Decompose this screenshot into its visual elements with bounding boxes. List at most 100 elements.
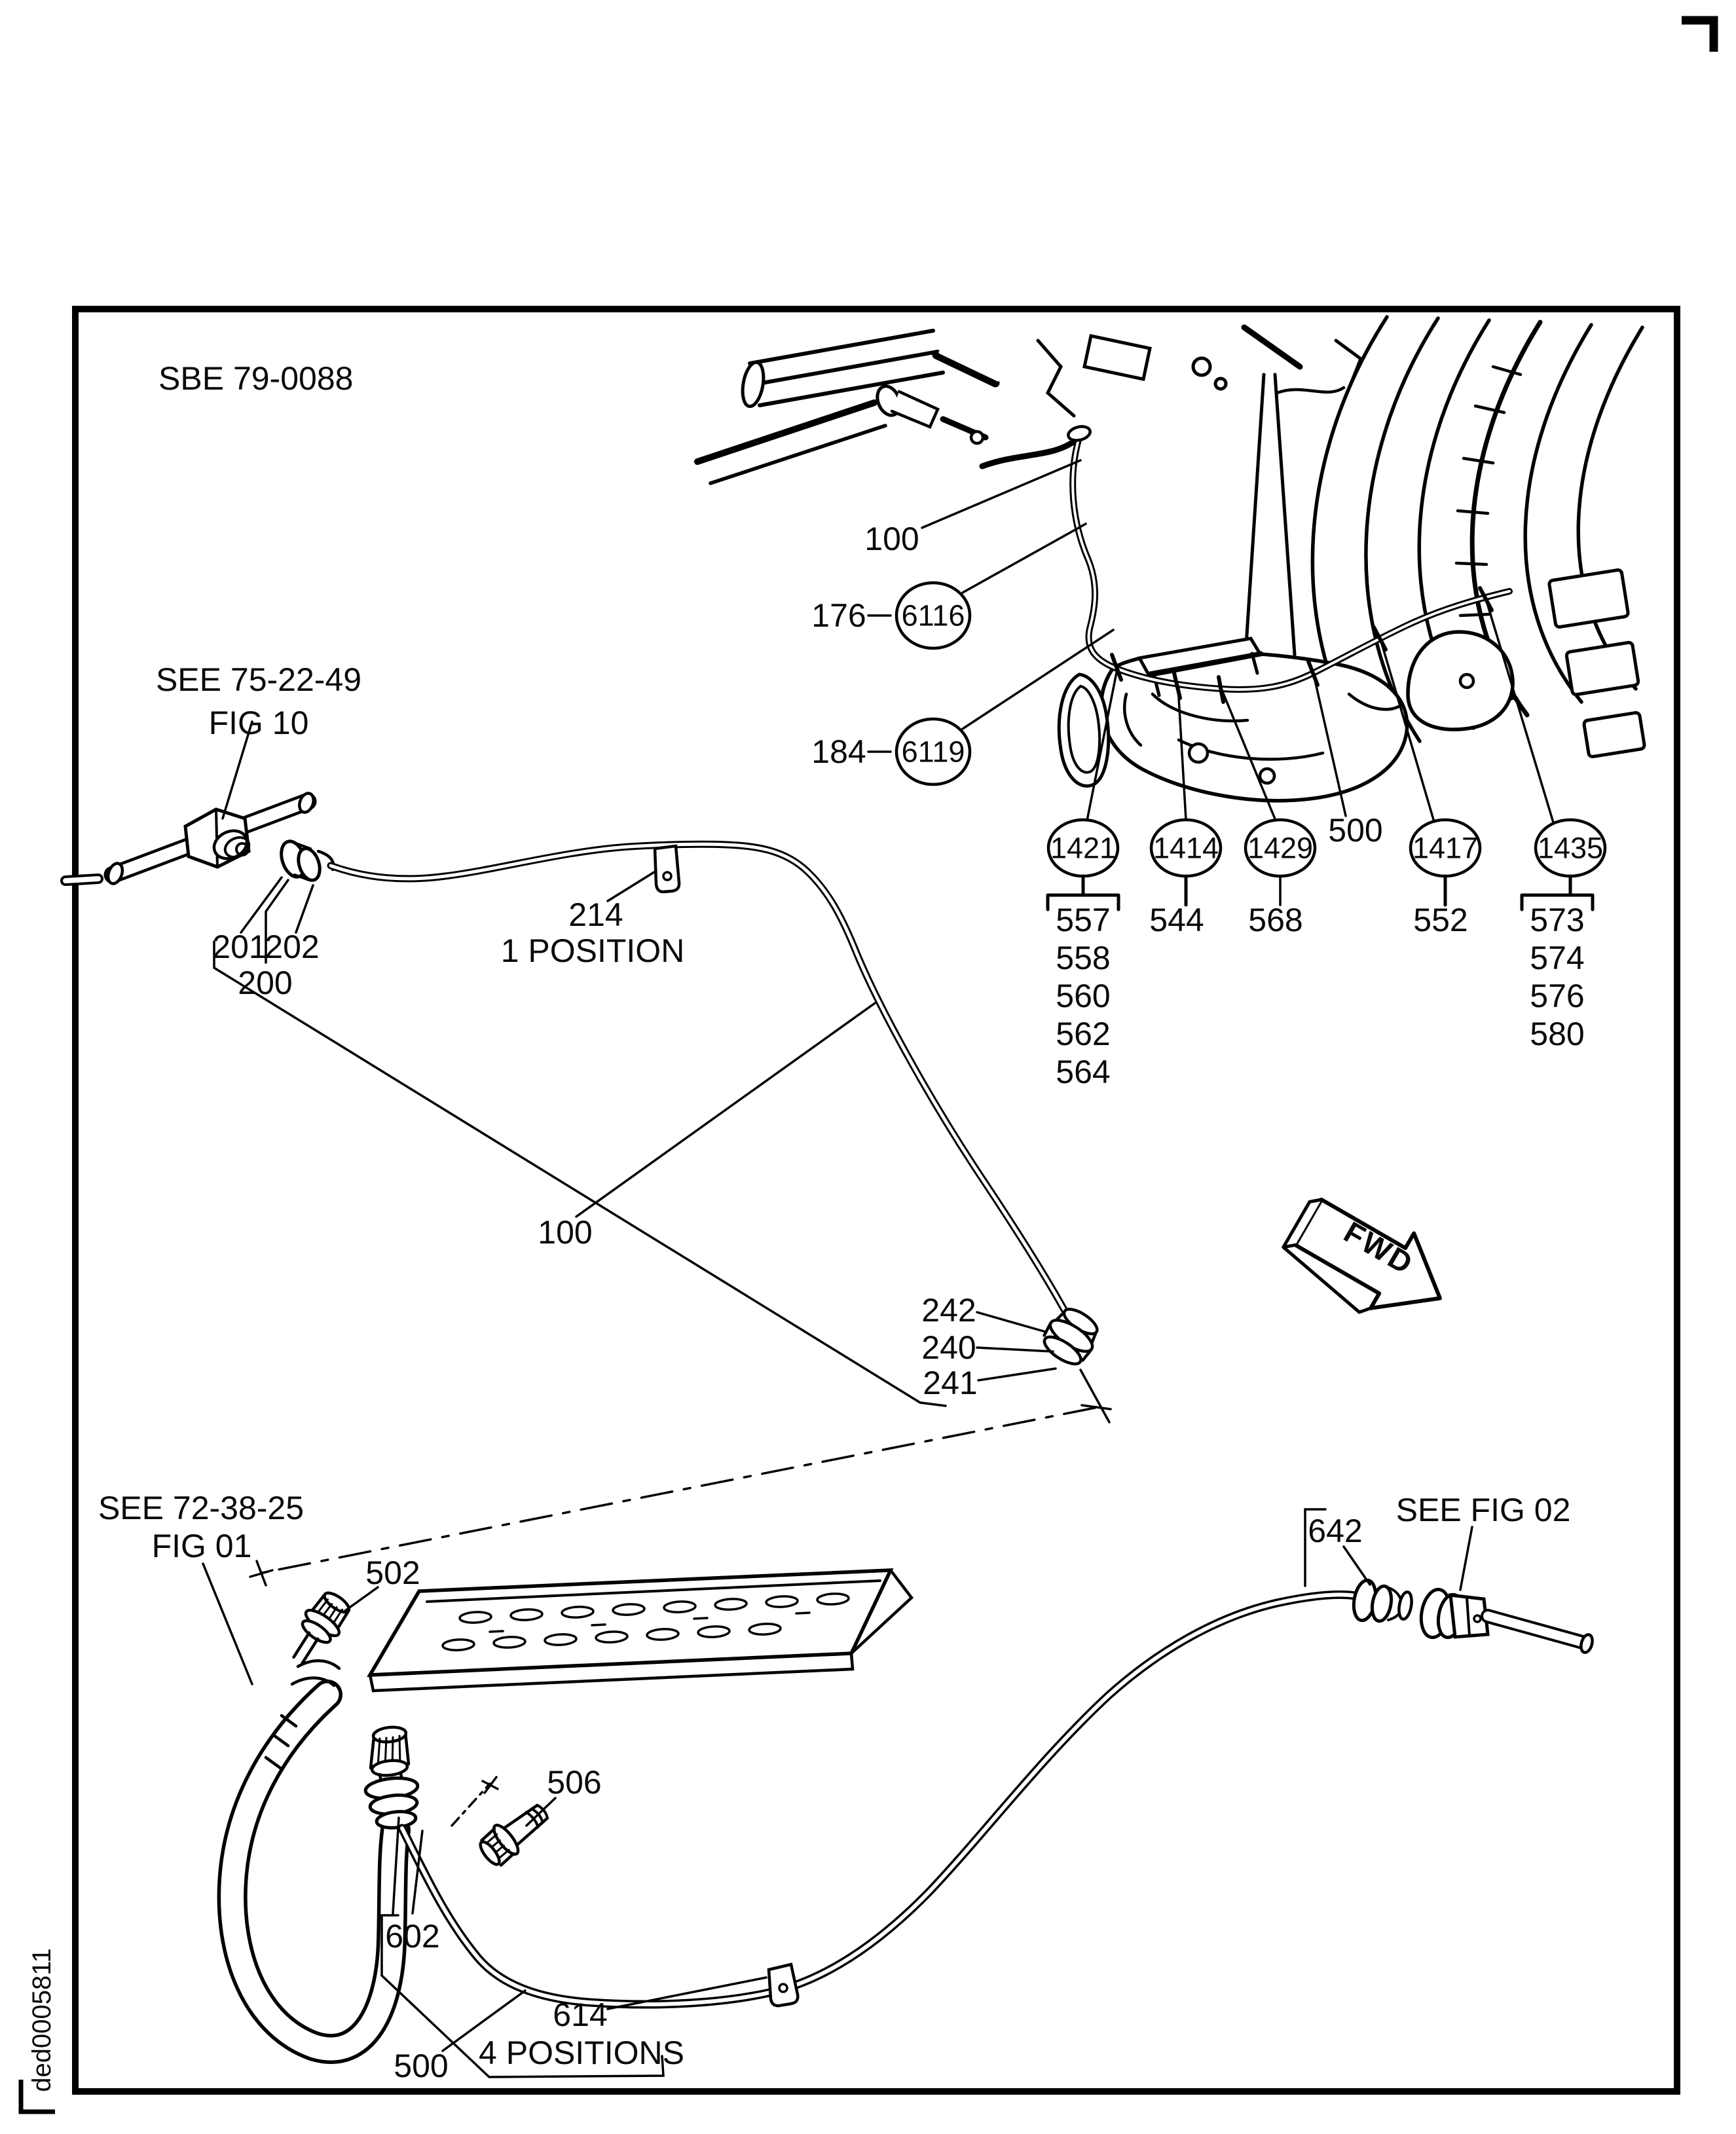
callout-circle-1429-text: 1429: [1247, 831, 1314, 865]
label-item-214: 214: [568, 896, 623, 933]
tube-route-centerline: [261, 1407, 1096, 1574]
bracket-1421-group: [1046, 893, 1120, 911]
callout-circle-6119: [895, 717, 972, 786]
leader-500-bottom: [441, 1989, 526, 2052]
leader-200: [265, 879, 289, 964]
leader-1421: [1086, 668, 1118, 822]
bolt-506: [479, 1803, 549, 1867]
leader-fig02: [1459, 1526, 1473, 1591]
label-item-502: 502: [365, 1555, 420, 1591]
registration-mark-bottom-left-icon: [18, 2080, 55, 2114]
leader-241: [977, 1367, 1057, 1382]
fuel-tube-100: [327, 840, 1068, 1314]
label-item-100-top: 100: [864, 521, 919, 557]
leader-500-engine: [1312, 673, 1347, 817]
drawing-code: SBE 79-0088: [158, 360, 354, 397]
fig10-union-fitting: [60, 792, 317, 886]
leader-240: [976, 1346, 1054, 1353]
plate-tread-holes: [441, 1592, 850, 1651]
label-item-242: 242: [921, 1292, 976, 1329]
label-part-574: 574: [1530, 940, 1585, 976]
leader-1435: [1485, 600, 1555, 824]
label-item-241: 241: [923, 1365, 978, 1401]
callout-circle-1414-text: 1414: [1153, 831, 1219, 865]
label-item-602: 602: [385, 1918, 440, 1955]
leader-214: [606, 870, 657, 902]
bracket-602-500-positions: [380, 1914, 665, 2078]
registration-mark-top-right-icon: [1682, 16, 1718, 52]
callout-circle-1435-text: 1435: [1537, 831, 1604, 865]
label-part-557: 557: [1056, 902, 1111, 938]
label-part-576: 576: [1530, 978, 1585, 1014]
fitting-axis-mark: [1079, 1369, 1112, 1424]
leader-202: [295, 884, 314, 934]
label-part-558: 558: [1056, 940, 1111, 976]
leader-fig01: [202, 1562, 253, 1685]
end-fitting-242-240-241: [1043, 1308, 1099, 1366]
label-item-184: 184: [811, 733, 866, 770]
leader-502: [342, 1586, 379, 1613]
loop-tube: [1057, 672, 1111, 788]
label-harness-500: 500: [1328, 812, 1383, 849]
label-part-568: 568: [1248, 902, 1303, 938]
leader-1417: [1379, 638, 1435, 823]
bolt-506-centerline: [451, 1782, 491, 1827]
label-part-573: 573: [1530, 902, 1585, 938]
callout-circle-6119-text: 6119: [901, 735, 965, 769]
label-item-506: 506: [547, 1764, 602, 1801]
coupling-nut-642: [1352, 1578, 1413, 1623]
callout-circle-1417-text: 1417: [1412, 831, 1479, 865]
label-part-580: 580: [1530, 1016, 1585, 1052]
engine-illustration: [694, 315, 1646, 803]
ref-fig01-line2: FIG 01: [151, 1528, 252, 1564]
label-note-4-positions: 4 POSITIONS: [479, 2034, 684, 2071]
label-part-560: 560: [1056, 978, 1111, 1014]
ref-fig10-line1: SEE 75-22-49: [155, 661, 362, 698]
leader-100-mid: [575, 1002, 876, 1218]
label-item-500-bottom: 500: [394, 2048, 449, 2084]
label-item-176: 176: [811, 597, 866, 634]
label-note-1-position: 1 POSITION: [500, 932, 685, 969]
engine-top-details: [1036, 324, 1363, 657]
pylon-blocks: [1547, 568, 1646, 759]
fitting-fig02: [1419, 1587, 1594, 1654]
label-item-200: 200: [238, 965, 293, 1001]
fitting-602: [363, 1725, 420, 1830]
label-part-564: 564: [1056, 1054, 1111, 1090]
document-code: ded0005811: [28, 1948, 56, 2092]
label-item-642: 642: [1308, 1513, 1363, 1549]
leader-6119: [961, 629, 1115, 730]
fuel-tube-500: [397, 1590, 1360, 2009]
mount-bracket: [1137, 636, 1263, 697]
gearbox-housing: [1099, 630, 1515, 803]
bolt-502: [292, 1591, 351, 1665]
drawing-frame: [72, 306, 1680, 2095]
leader-201: [240, 876, 283, 934]
leader-6116: [961, 523, 1087, 594]
forward-case-and-manifold: [694, 329, 1082, 485]
heat-shield-plate: [367, 1568, 914, 1693]
label-item-202: 202: [265, 929, 320, 965]
dash-dot-centerlines: [261, 1407, 1096, 1827]
leader-tube-assembly: [213, 940, 947, 1407]
leader-1429: [1221, 689, 1277, 822]
bracket-1435-group: [1520, 893, 1595, 911]
label-item-240: 240: [921, 1329, 976, 1366]
label-item-100-mid: 100: [538, 1214, 593, 1251]
label-item-201: 201: [212, 929, 267, 965]
fwd-arrow-icon: [1282, 1198, 1442, 1314]
leader-506: [525, 1797, 557, 1827]
leader-1414: [1177, 685, 1187, 821]
callout-circle-6116: [895, 581, 972, 650]
label-item-614: 614: [553, 1996, 608, 2033]
coupling-nut-200-group: [280, 839, 335, 882]
duct-loop: [217, 1659, 411, 2064]
label-part-562: 562: [1056, 1016, 1111, 1052]
clamp-tab-214: [653, 844, 681, 894]
callout-circle-6116-text: 6116: [901, 598, 965, 633]
leader-602: [392, 1816, 424, 1915]
leader-242: [976, 1311, 1047, 1333]
clamp-614: [767, 1962, 800, 2008]
ref-fig02: SEE FIG 02: [1395, 1492, 1571, 1528]
